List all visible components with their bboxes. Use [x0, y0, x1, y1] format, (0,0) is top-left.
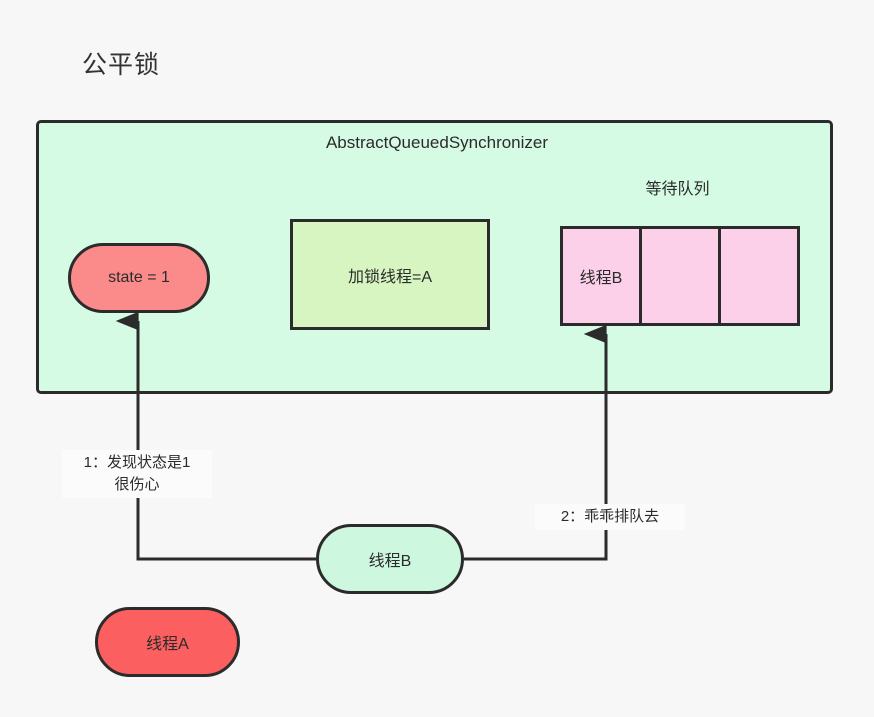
- lock-owner-box: 加锁线程=A: [290, 219, 490, 330]
- thread-a-label: 线程A: [146, 636, 189, 653]
- edge-label-join-queue: 2：乖乖排队去: [535, 504, 685, 530]
- edge-label-line-1: 1：发现状态是1: [83, 454, 191, 471]
- state-node: state = 1: [68, 243, 210, 313]
- queue-cell-label: 线程B: [579, 270, 623, 287]
- thread-a-node: 线程A: [95, 607, 240, 677]
- lock-owner-label: 加锁线程=A: [347, 268, 433, 286]
- queue-cell: 线程B: [563, 229, 639, 323]
- edge-label-discover-state: 1：发现状态是1 很伤心: [62, 450, 212, 498]
- edge-label-line-2: 很伤心: [114, 476, 160, 493]
- waiting-queue: 线程B: [560, 226, 800, 326]
- thread-b-node: 线程B: [316, 524, 464, 594]
- waiting-queue-title: 等待队列: [645, 181, 710, 198]
- queue-cell: [718, 229, 797, 323]
- edge-label-line-1: 2：乖乖排队去: [560, 508, 660, 525]
- page-title: 公平锁: [82, 51, 161, 79]
- state-node-label: state = 1: [108, 269, 170, 286]
- queue-cell: [639, 229, 718, 323]
- thread-b-label: 线程B: [368, 553, 412, 570]
